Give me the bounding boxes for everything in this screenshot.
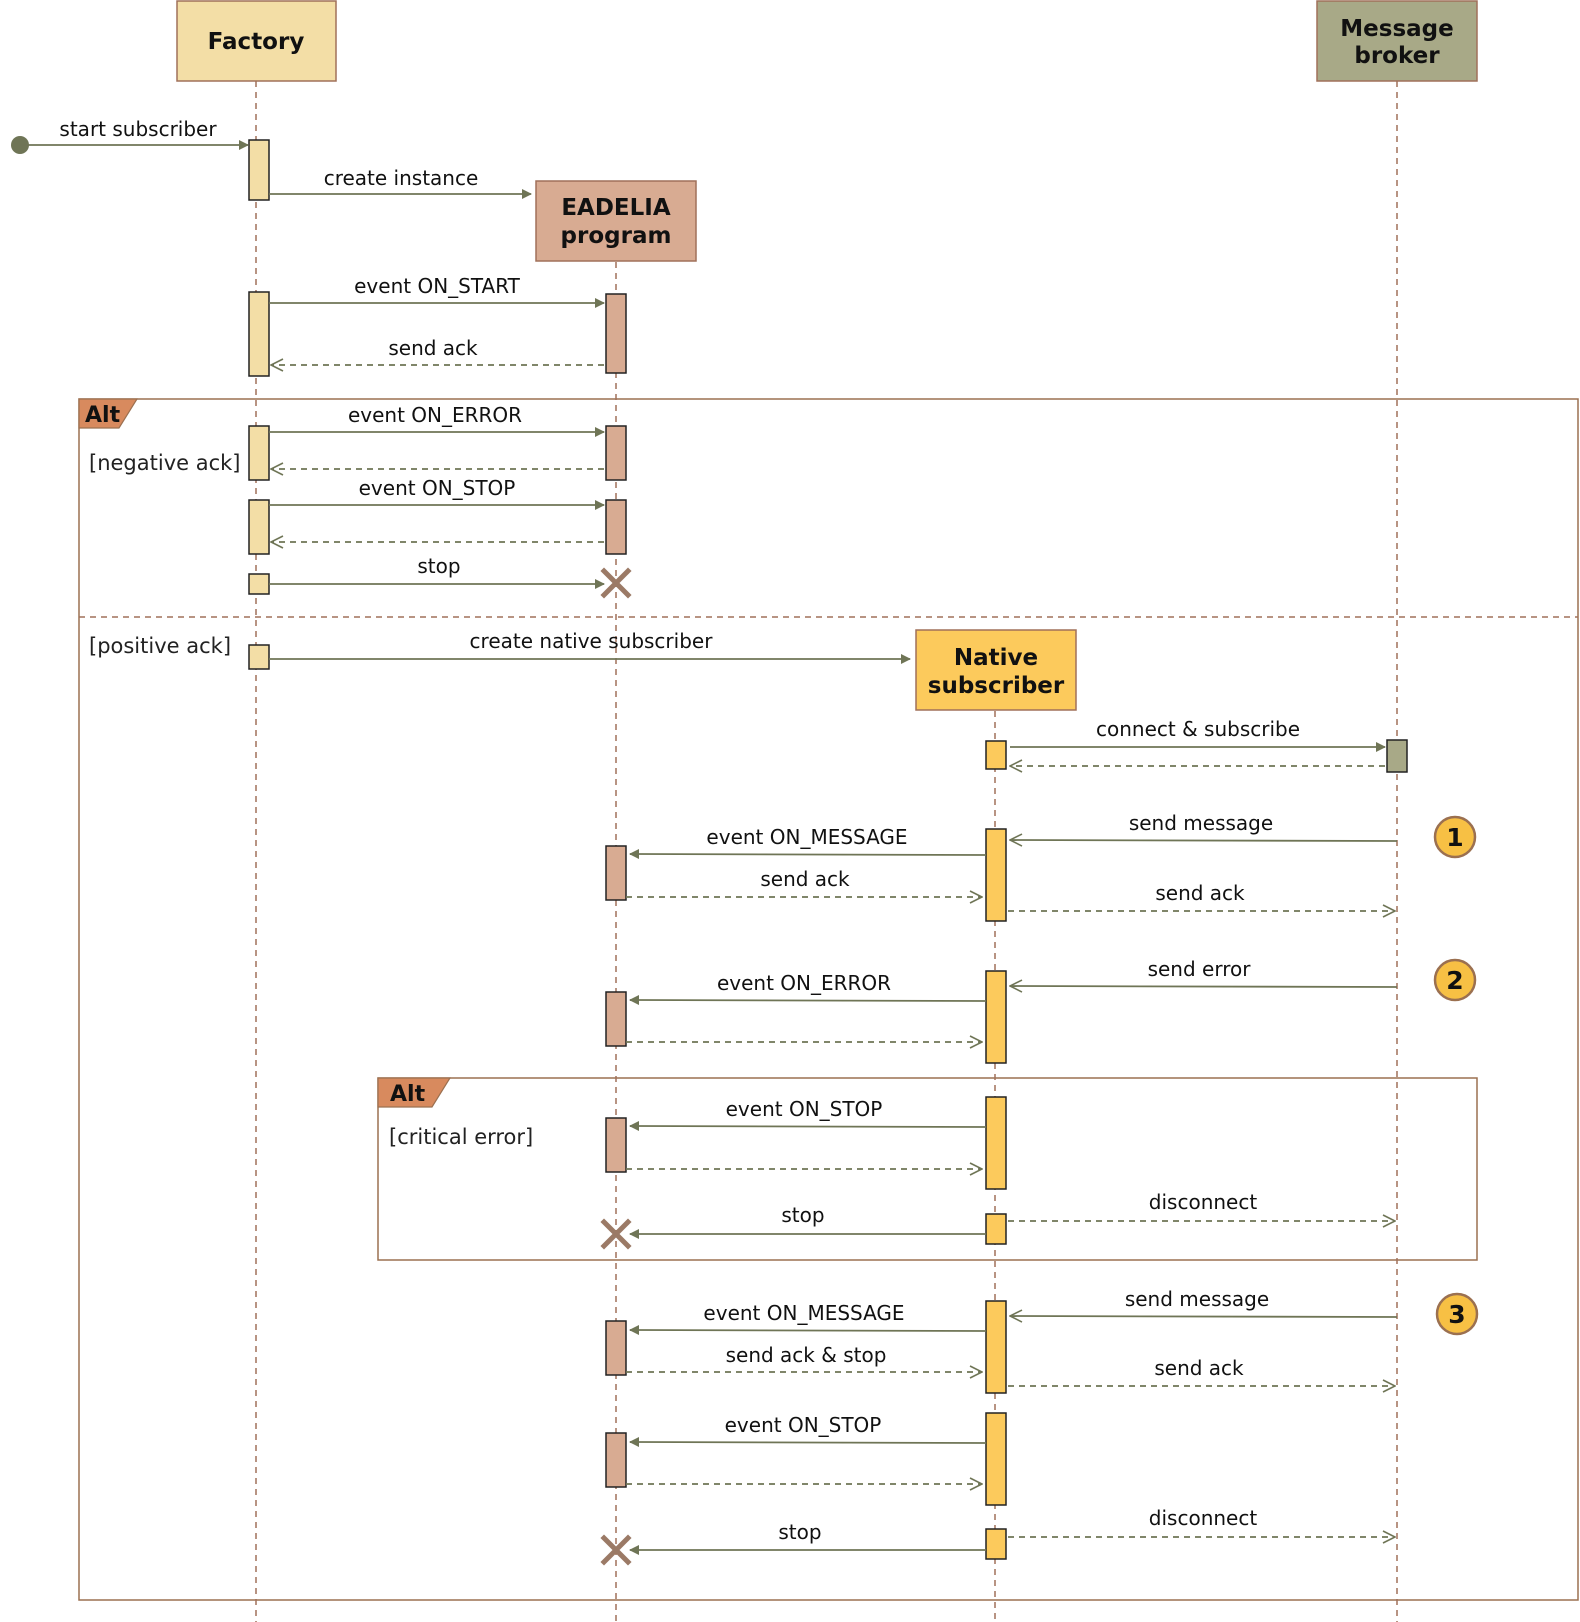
activation-bar xyxy=(985,970,1007,1064)
msg-send-ack-label: send ack xyxy=(760,867,850,891)
msg-send-ack-stop-label: send ack & stop xyxy=(726,1343,887,1367)
msg-event-on-error-label: event ON_ERROR xyxy=(717,971,891,995)
msg-disconnect-label: disconnect xyxy=(1149,1506,1258,1530)
activation-bar xyxy=(985,1300,1007,1394)
activation-bar xyxy=(248,644,270,670)
msg-event-on-message-arrow xyxy=(629,849,987,860)
guard-negative-ack: [negative ack] xyxy=(89,451,240,475)
actor-factory-label: Factory xyxy=(208,29,305,55)
msg-send-message-label: send message xyxy=(1129,811,1273,835)
activation-bar xyxy=(605,1432,627,1488)
msg-stop-label: stop xyxy=(417,554,460,578)
step-badge-2: 2 xyxy=(1433,958,1477,1002)
actor-message-broker: Message broker xyxy=(1316,0,1478,82)
activation-bar xyxy=(985,1412,1007,1506)
msg-send-message-arrow xyxy=(1010,840,1398,841)
activation-bar xyxy=(1386,739,1408,773)
actor-program-label-line2: program xyxy=(561,223,672,249)
msg-send-message-label: send message xyxy=(1125,1287,1269,1311)
msg-event-on-message-label: event ON_MESSAGE xyxy=(706,825,907,849)
alt-tag-box xyxy=(377,1077,452,1108)
actor-native-subscriber: Native subscriber xyxy=(915,629,1077,711)
msg-event-on-start-label: event ON_START xyxy=(354,274,521,298)
activation-bar xyxy=(605,499,627,555)
activation-bar xyxy=(248,499,270,555)
step-badge-number: 1 xyxy=(1446,823,1463,852)
msg-event-on-error-label: event ON_ERROR xyxy=(348,403,522,427)
step-badge-3: 3 xyxy=(1435,1292,1479,1336)
activation-bar xyxy=(248,425,270,481)
actor-program-label-line1: EADELIA xyxy=(561,195,671,221)
activation-bar xyxy=(248,573,270,595)
msg-event-on-stop-arrow xyxy=(629,1437,987,1448)
msg-send-ack-label: send ack xyxy=(388,336,478,360)
activation-bar xyxy=(605,845,627,901)
step-badge-number: 3 xyxy=(1448,1300,1465,1329)
alt-frame-tag: Alt xyxy=(390,1082,426,1107)
msg-send-ack-label: send ack xyxy=(1154,1356,1244,1380)
destroy-mark xyxy=(600,567,632,599)
msg-event-on-error-arrow xyxy=(629,995,987,1006)
msg-event-on-message-arrow xyxy=(629,1325,987,1336)
actor-broker-label-line1: Message xyxy=(1340,16,1453,42)
activation-bar xyxy=(248,139,270,201)
msg-event-on-message-label: event ON_MESSAGE xyxy=(703,1301,904,1325)
actor-native-label-line1: Native xyxy=(954,645,1038,671)
actor-factory: Factory xyxy=(176,0,337,82)
activation-bar xyxy=(605,1320,627,1376)
alt-frame-inner: Alt [critical error] xyxy=(377,1077,1478,1261)
msg-send-error-label: send error xyxy=(1148,957,1252,981)
actor-program: EADELIA program xyxy=(535,180,697,262)
msg-create-native-label: create native subscriber xyxy=(470,629,714,653)
activation-bar xyxy=(985,1096,1007,1190)
msg-event-on-stop-arrow xyxy=(629,1121,987,1132)
activation-bar xyxy=(248,291,270,377)
activation-bar xyxy=(605,1117,627,1173)
msg-start-subscriber-label: start subscriber xyxy=(59,117,217,141)
destroy-mark xyxy=(600,1218,632,1250)
step-badge-1: 1 xyxy=(1433,815,1477,859)
activation-bar xyxy=(985,740,1007,770)
actor-native-label-line2: subscriber xyxy=(928,673,1065,699)
msg-event-on-stop-label: event ON_STOP xyxy=(725,1413,882,1437)
msg-stop-label: stop xyxy=(778,1520,821,1544)
actor-broker-label-line2: broker xyxy=(1354,43,1440,69)
msg-send-error-arrow xyxy=(1010,986,1398,987)
alt-tag-box xyxy=(78,398,139,429)
activation-bar xyxy=(985,1528,1007,1560)
activation-bar xyxy=(605,293,627,374)
activation-bar xyxy=(985,828,1007,922)
msg-stop-label: stop xyxy=(781,1203,824,1227)
guard-positive-ack: [positive ack] xyxy=(89,634,231,658)
activation-bar xyxy=(605,425,627,481)
msg-disconnect-label: disconnect xyxy=(1149,1190,1258,1214)
guard-critical-error: [critical error] xyxy=(389,1125,533,1149)
msg-send-message-arrow xyxy=(1010,1316,1398,1317)
msg-create-instance-label: create instance xyxy=(324,166,479,190)
alt-frame-tag: Alt xyxy=(85,403,121,428)
msg-send-ack-label: send ack xyxy=(1155,881,1245,905)
destroy-mark xyxy=(600,1534,632,1566)
activation-bar xyxy=(985,1213,1007,1245)
msg-event-on-stop-label: event ON_STOP xyxy=(726,1097,883,1121)
msg-event-on-stop-label: event ON_STOP xyxy=(359,476,516,500)
msg-connect-subscribe-label: connect & subscribe xyxy=(1096,717,1300,741)
step-badge-number: 2 xyxy=(1446,966,1463,995)
activation-bar xyxy=(605,991,627,1047)
alt-frame-outer: Alt [negative ack] [positive ack] xyxy=(78,398,1579,1601)
